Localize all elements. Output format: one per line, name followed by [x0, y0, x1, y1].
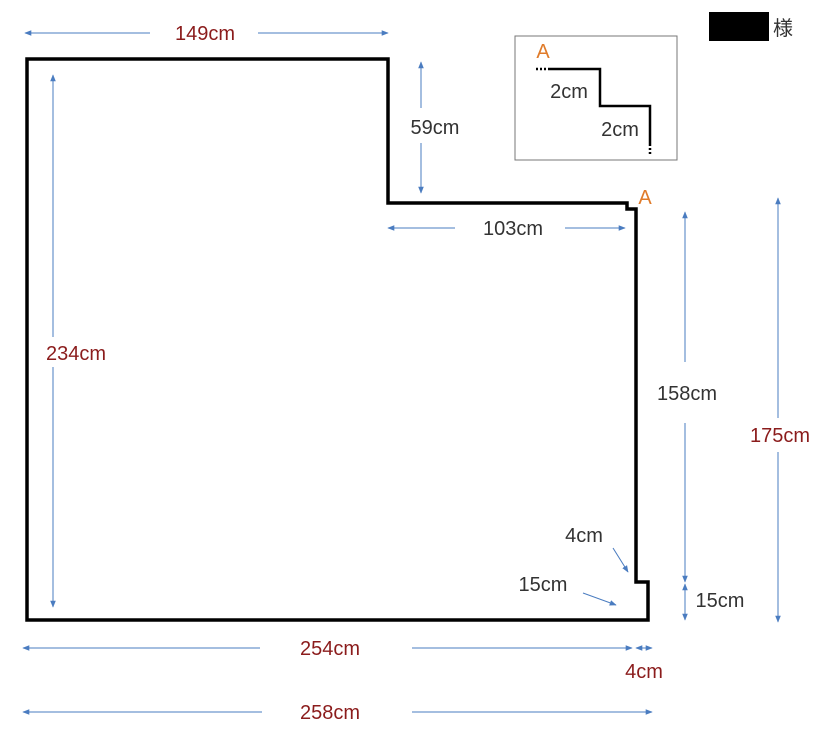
label-top-width: 149cm [175, 23, 235, 45]
label-step-width: 4cm [565, 525, 603, 547]
marker-a-outline: A [638, 187, 652, 209]
label-total-right-height: 175cm [750, 425, 810, 447]
label-bottom-step-height: 15cm [696, 590, 745, 612]
detail-inset: A 2cm 2cm [514, 35, 678, 161]
label-bottom-extra: 4cm [625, 661, 663, 683]
marker-a-detail: A [536, 41, 550, 63]
label-left-height-bg [36, 337, 114, 367]
dim-step-height-pointer [582, 592, 617, 606]
label-bottom-width: 254cm [300, 638, 360, 660]
label-detail-step2: 2cm [601, 119, 639, 141]
label-total-width: 258cm [300, 702, 360, 724]
label-detail-step1: 2cm [550, 81, 588, 103]
detail-step-line [550, 67, 652, 144]
redacted-name-box [709, 12, 769, 41]
room-outline [25, 57, 650, 622]
label-left-height: 234cm [46, 343, 106, 365]
dim-step-width-pointer [612, 547, 629, 573]
label-step-height: 15cm [519, 574, 568, 596]
label-right-height: 158cm [657, 383, 717, 405]
label-notch-width: 103cm [483, 218, 543, 240]
customer-suffix: 様 [773, 17, 793, 40]
label-notch-height: 59cm [411, 117, 460, 139]
